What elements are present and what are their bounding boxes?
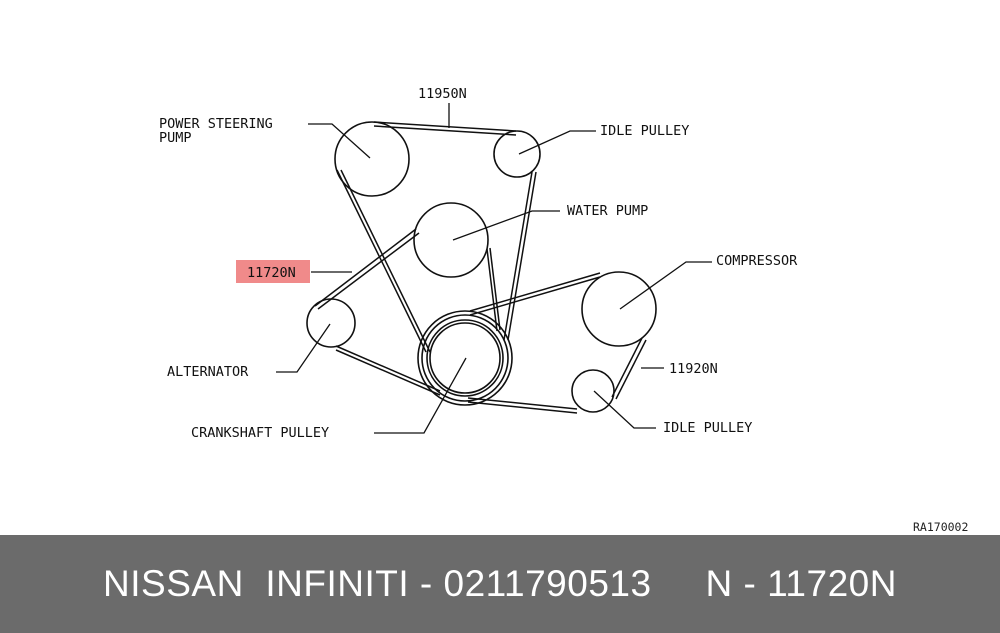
label-water-pump: WATER PUMP (567, 203, 648, 219)
label-alternator: ALTERNATOR (167, 364, 249, 380)
belt-11920n (467, 272, 647, 414)
leader-alternator (276, 323, 331, 373)
crankshaft-pulley (417, 310, 513, 406)
label-belt-11920n: 11920N (669, 361, 718, 377)
label-belt-11950n: 11950N (418, 86, 467, 102)
power-steering-pump-pulley (334, 121, 410, 197)
leader-power-steering (308, 123, 371, 159)
label-compressor: COMPRESSOR (716, 253, 798, 269)
leader-idle-bottom (593, 390, 656, 429)
leader-idle-top (518, 130, 596, 155)
highlight-11720n (236, 260, 310, 283)
belt-11950n (336, 121, 537, 353)
label-idle-pulley-top: IDLE PULLEY (600, 123, 689, 139)
leader-water-pump (452, 210, 560, 241)
label-crankshaft-pulley: CRANKSHAFT PULLEY (191, 425, 329, 441)
footer-bar: NISSAN INFINITI - 0211790513 N - 11720N (0, 535, 1000, 633)
alternator-pulley (306, 298, 356, 348)
footer-brand: NISSAN INFINITI (103, 563, 410, 604)
footer-separator-2: - (732, 563, 768, 604)
footer-gap (652, 563, 706, 605)
belt-11720n (314, 228, 501, 396)
footer-code: 11720N (767, 563, 897, 604)
compressor-pulley (581, 271, 657, 347)
idle-pulley-top (493, 130, 541, 178)
label-belt-11720n: 11720N (247, 265, 296, 281)
label-power-steering-2: PUMP (159, 130, 192, 146)
label-reference-code: RA170002 (913, 520, 968, 534)
idle-pulley-bottom (571, 369, 615, 413)
label-idle-pulley-bottom: IDLE PULLEY (663, 420, 752, 436)
leader-compressor (619, 261, 712, 310)
belt-routing-diagram: POWER STEERING PUMP 11950N IDLE PULLEY W… (159, 86, 968, 534)
label-power-steering-1: POWER STEERING (159, 116, 273, 132)
footer-prefix: N (705, 563, 733, 604)
footer-part-number: 0211790513 (443, 563, 652, 604)
water-pump-pulley (413, 202, 489, 278)
leader-crankshaft (374, 357, 467, 434)
footer-separator-1: - (409, 563, 444, 604)
